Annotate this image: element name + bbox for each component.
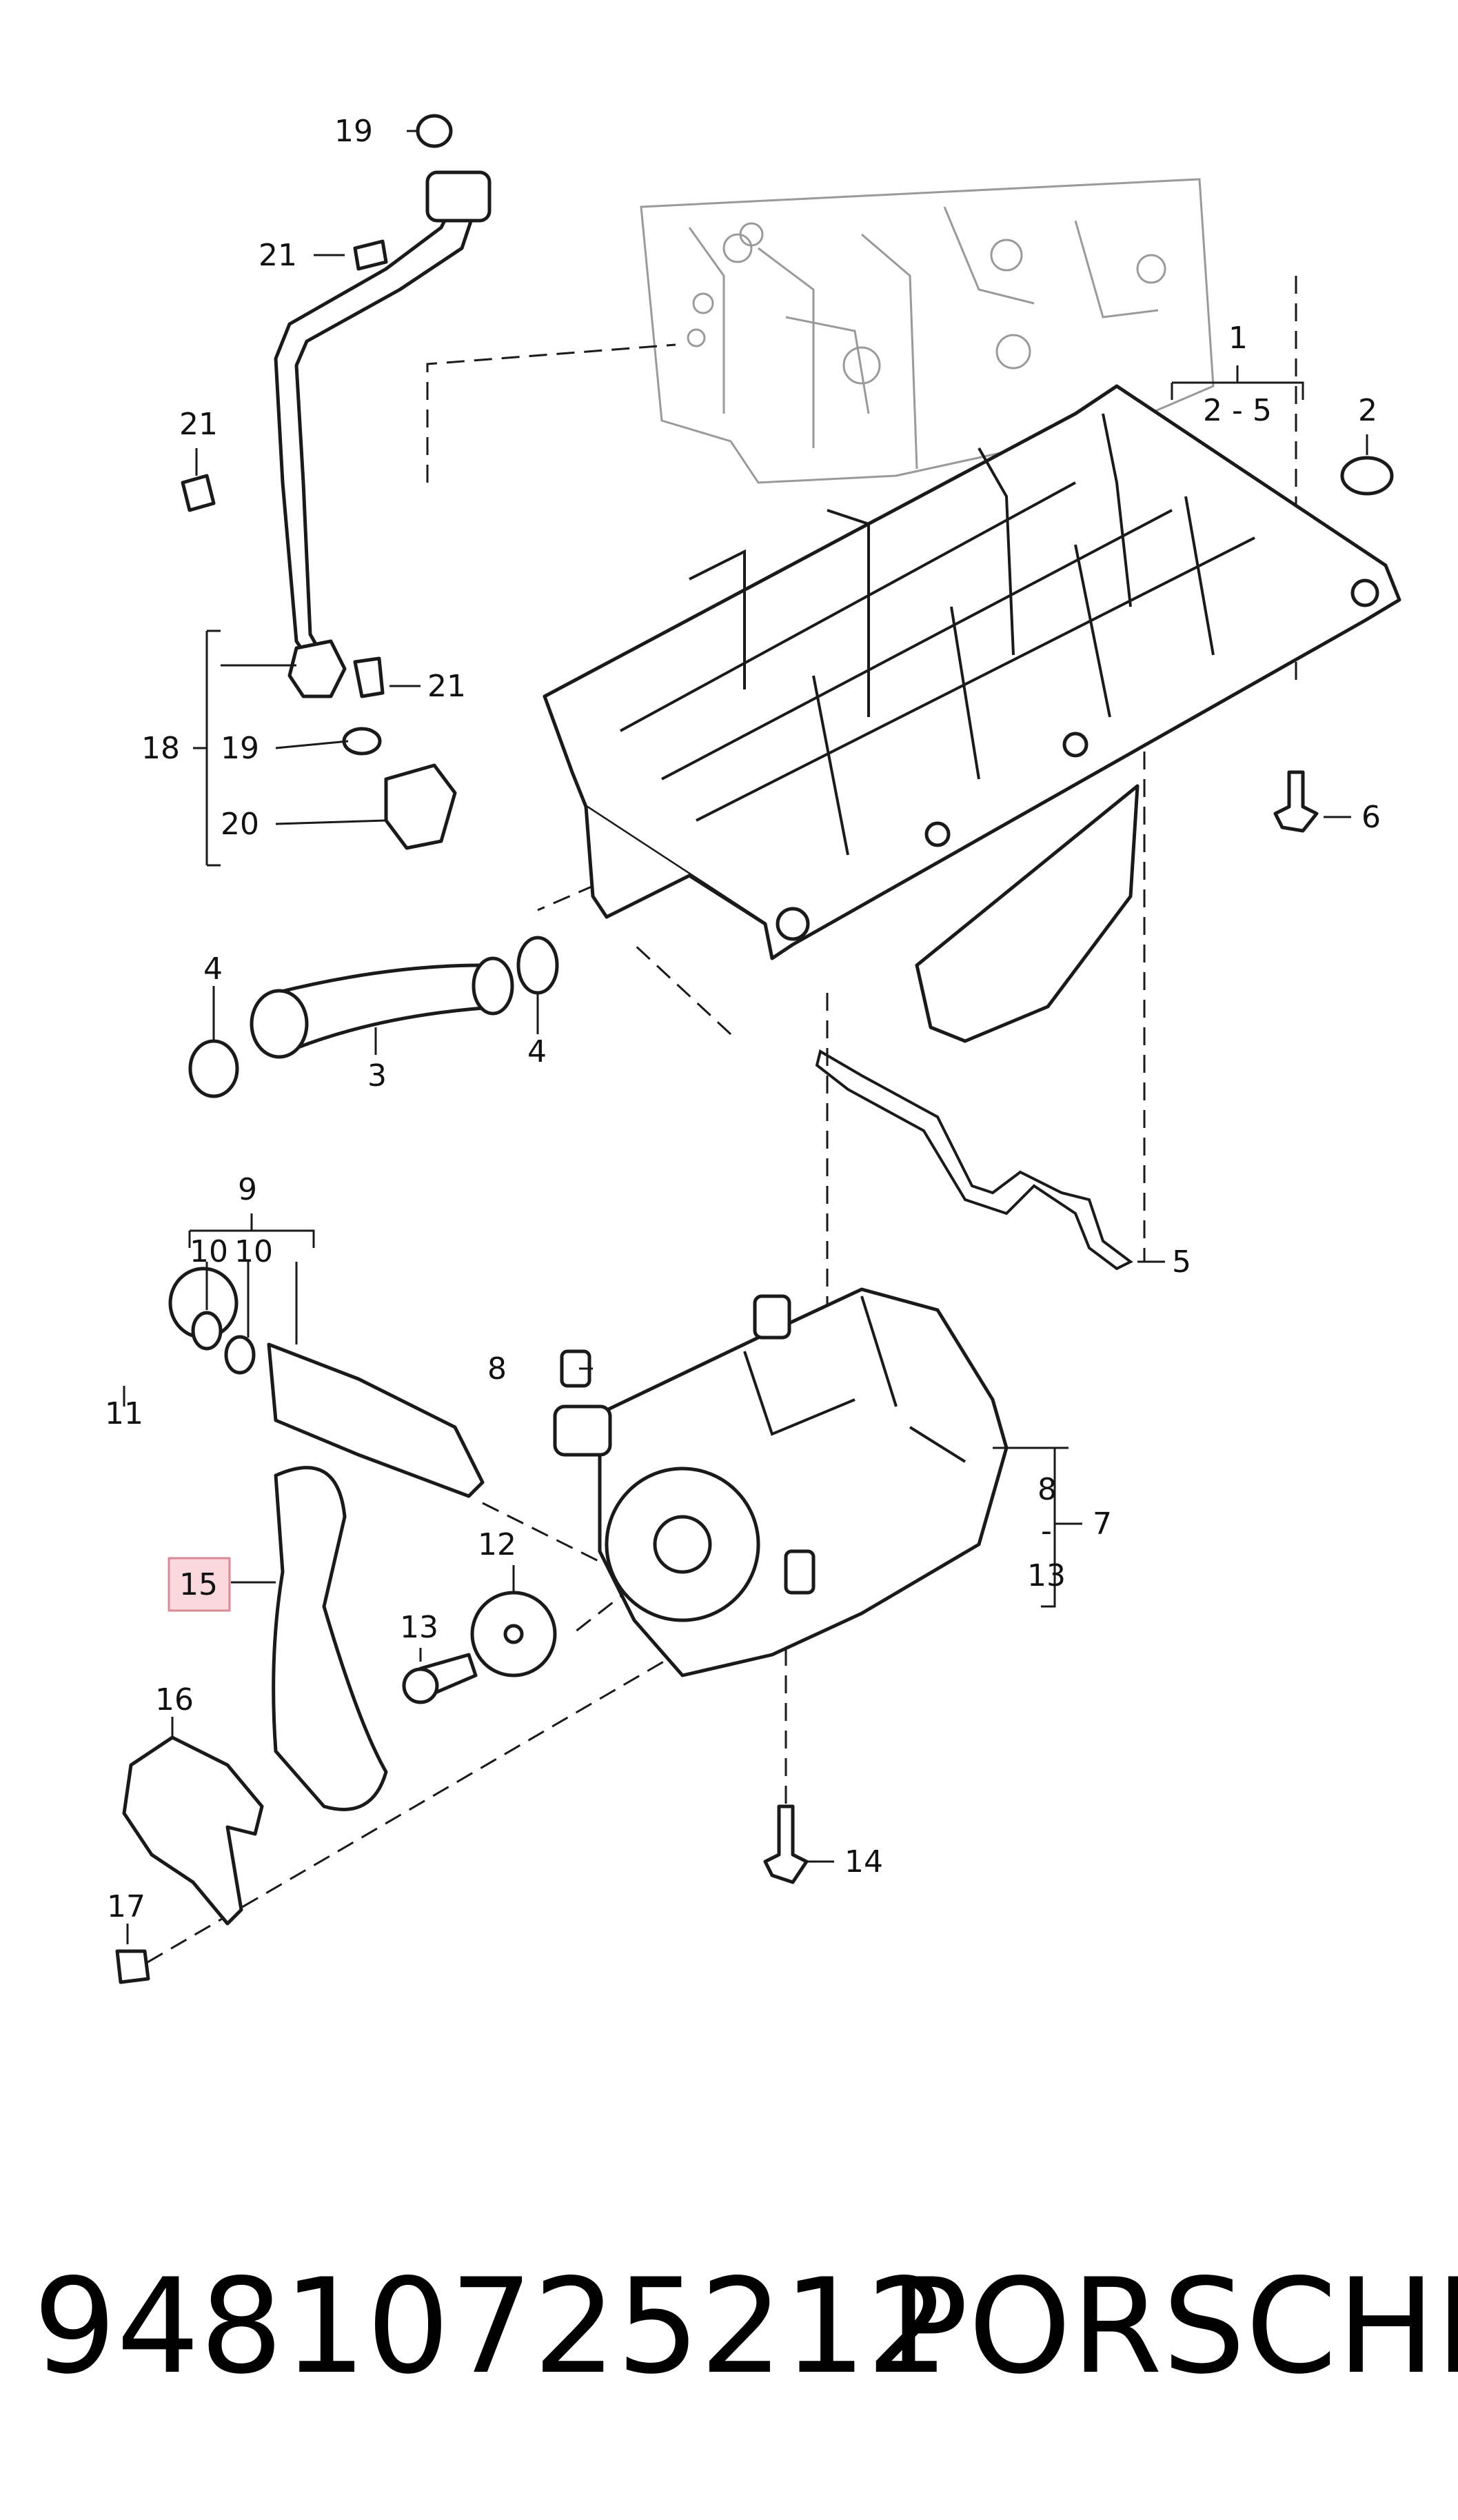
callout-2: 2 bbox=[1358, 393, 1377, 428]
callout-17: 17 bbox=[107, 1889, 145, 1924]
oil-pipe bbox=[188, 936, 559, 1098]
callout-dash: - bbox=[1041, 1513, 1052, 1549]
callout-19b: 19 bbox=[221, 731, 259, 766]
dipstick-tube bbox=[274, 170, 492, 850]
chain-cover bbox=[122, 1735, 264, 1926]
leader-lines bbox=[123, 130, 1368, 1944]
tube-oring-top bbox=[416, 114, 453, 148]
callout-18: 18 bbox=[141, 731, 180, 766]
sprocket bbox=[402, 1591, 557, 1704]
tube-bolt-top bbox=[353, 239, 388, 271]
callout-labels: 1 2 - 5 2 6 5 8 - 13 7 8 12 13 14 15 16 … bbox=[105, 114, 1381, 1924]
part-number: 94810725212 bbox=[33, 2250, 950, 2403]
callout-20: 20 bbox=[221, 807, 259, 842]
callout-21a: 21 bbox=[259, 238, 297, 273]
cover-bolt bbox=[115, 1949, 150, 1984]
sump-gasket bbox=[815, 1049, 1133, 1271]
brand-name: PORSCHE bbox=[889, 2250, 1458, 2403]
callout-4b: 4 bbox=[527, 1034, 547, 1069]
sump-bolt bbox=[1273, 770, 1319, 833]
callout-8b: 8 bbox=[487, 1351, 507, 1387]
callout-3: 3 bbox=[367, 1058, 387, 1093]
callout-8a: 8 bbox=[1037, 1472, 1057, 1507]
callout-19a: 19 bbox=[334, 114, 373, 149]
oil-pump bbox=[553, 1287, 1009, 1677]
callout-16: 16 bbox=[155, 1682, 194, 1717]
callout-12: 12 bbox=[478, 1527, 516, 1562]
tube-oring-mid bbox=[342, 727, 382, 756]
drive-chain bbox=[272, 1466, 388, 1811]
callout-13b: 13 bbox=[400, 1610, 438, 1645]
callout-10a: 10 bbox=[190, 1234, 228, 1269]
callout-21c: 21 bbox=[427, 669, 466, 704]
callout-9: 9 bbox=[238, 1172, 257, 1207]
callout-1: 1 bbox=[1228, 321, 1248, 356]
callout-11: 11 bbox=[105, 1396, 143, 1431]
callout-6: 6 bbox=[1361, 800, 1381, 835]
tube-bolt-mid bbox=[353, 656, 385, 698]
pump-bolt bbox=[763, 1804, 809, 1884]
callout-2-5: 2 - 5 bbox=[1203, 393, 1272, 428]
drain-screw bbox=[1340, 456, 1394, 496]
callout-10b: 10 bbox=[234, 1234, 273, 1269]
callout-21b: 21 bbox=[179, 407, 218, 442]
callout-4a: 4 bbox=[203, 951, 223, 987]
callout-15-highlight bbox=[168, 1557, 231, 1612]
callout-13a: 13 bbox=[1027, 1558, 1066, 1593]
oil-sump bbox=[543, 384, 1401, 1043]
engine-block bbox=[640, 178, 1215, 484]
callout-5: 5 bbox=[1172, 1244, 1191, 1280]
tube-bolt-left bbox=[181, 474, 216, 512]
callout-14: 14 bbox=[844, 1844, 883, 1879]
callout-15: 15 bbox=[179, 1567, 218, 1602]
drive-shaft bbox=[168, 1267, 485, 1498]
callout-7: 7 bbox=[1093, 1506, 1112, 1542]
